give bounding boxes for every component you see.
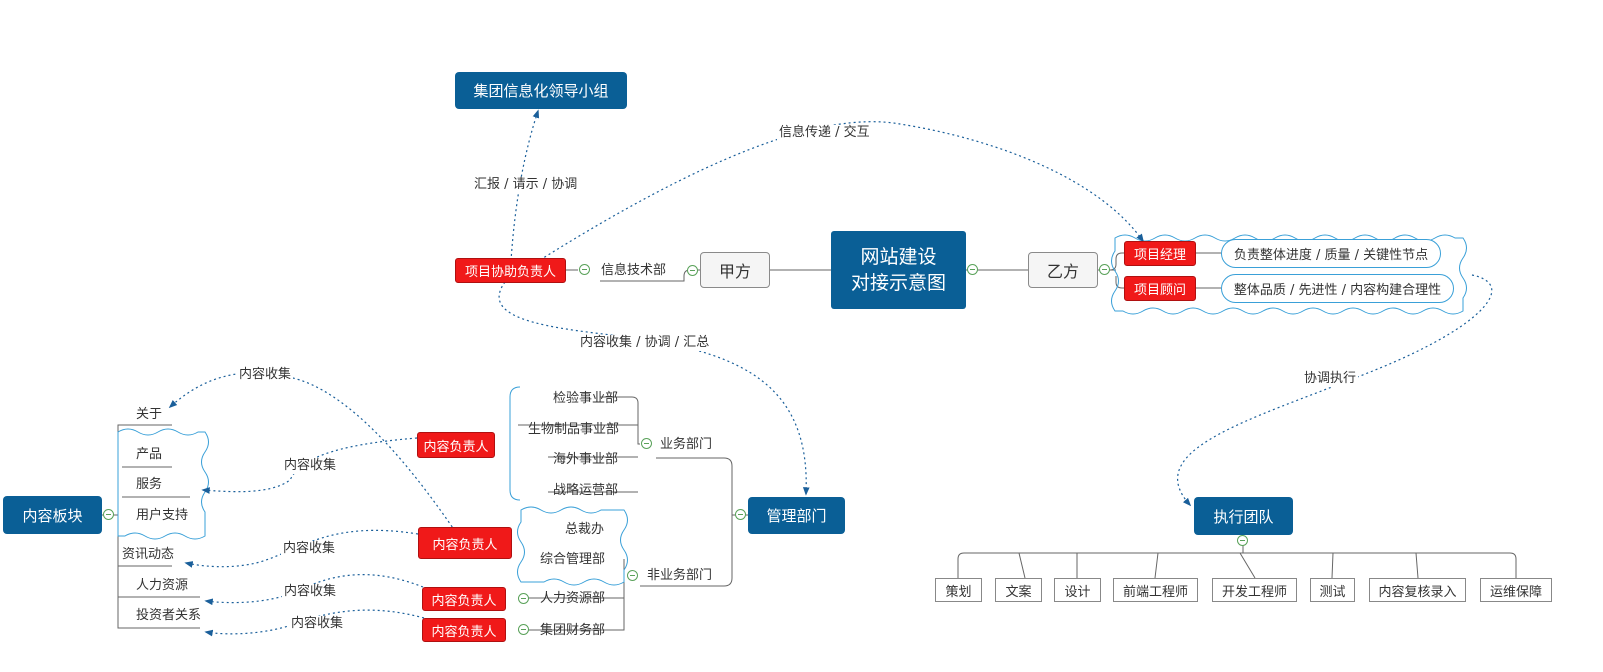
member-copywriting[interactable]: 文案 bbox=[995, 578, 1042, 602]
project-manager-node[interactable]: 项目经理 bbox=[1124, 241, 1196, 266]
business-unit-inspection[interactable]: 检验事业部 bbox=[553, 391, 619, 406]
relation-collect-product bbox=[201, 437, 418, 494]
non-business-group-label[interactable]: 非业务部门 bbox=[647, 568, 713, 583]
content-sections-node[interactable]: 内容板块 bbox=[3, 496, 102, 534]
boundary-party-b bbox=[1111, 234, 1467, 315]
section-about[interactable]: 关于 bbox=[136, 407, 163, 422]
member-testing[interactable]: 测试 bbox=[1310, 578, 1355, 602]
collect-label-investor: 内容收集 bbox=[289, 616, 346, 632]
central-topic-line2: 对接示意图 bbox=[850, 272, 946, 294]
boundary-content-sections bbox=[117, 428, 209, 540]
collect-label-hr: 内容收集 bbox=[282, 584, 339, 600]
business-unit-strategy[interactable]: 战略运营部 bbox=[553, 483, 619, 498]
business-unit-bio[interactable]: 生物制品事业部 bbox=[528, 422, 620, 437]
section-services[interactable]: 服务 bbox=[136, 477, 163, 492]
collapse-toggle-non-business[interactable] bbox=[627, 570, 638, 581]
content-owner-hr[interactable]: 内容负责人 bbox=[422, 587, 506, 611]
coordinate-relation-label: 协调执行 bbox=[1302, 371, 1359, 387]
relation-exchange bbox=[539, 121, 1144, 261]
it-dept-label[interactable]: 信息技术部 bbox=[601, 263, 667, 278]
consultant-responsibility-pill[interactable]: 整体品质 / 先进性 / 内容构建合理性 bbox=[1221, 274, 1454, 303]
party-b-node[interactable]: 乙方 bbox=[1028, 252, 1098, 288]
pm-responsibility-pill[interactable]: 负责整体进度 / 质量 / 关键性节点 bbox=[1221, 239, 1441, 268]
link-mgmt-groups bbox=[640, 457, 748, 587]
collapse-toggle-party-b-roles[interactable] bbox=[1099, 264, 1110, 275]
member-content-review[interactable]: 内容复核录入 bbox=[1369, 578, 1466, 602]
relation-report bbox=[510, 109, 540, 262]
central-topic-line1: 网站建设 bbox=[860, 246, 937, 268]
report-relation-label: 汇报 / 请示 / 协调 bbox=[472, 177, 580, 193]
collect-label-news: 内容收集 bbox=[281, 541, 338, 557]
unit-hr[interactable]: 人力资源部 bbox=[540, 591, 606, 606]
assistant-node[interactable]: 项目协助负责人 bbox=[455, 258, 566, 283]
member-backend[interactable]: 开发工程师 bbox=[1212, 578, 1297, 602]
relation-collect-mgmt bbox=[498, 281, 810, 496]
section-investor[interactable]: 投资者关系 bbox=[136, 608, 202, 623]
collapse-toggle-party-b[interactable] bbox=[967, 264, 978, 275]
unit-finance[interactable]: 集团财务部 bbox=[540, 623, 606, 638]
collapse-toggle-hr-owner[interactable] bbox=[518, 593, 529, 604]
collapse-toggle-management[interactable] bbox=[735, 509, 746, 520]
execution-team-node[interactable]: 执行团队 bbox=[1194, 497, 1293, 535]
collapse-toggle-party-a-dept[interactable] bbox=[687, 265, 698, 276]
member-planning[interactable]: 策划 bbox=[935, 578, 982, 602]
collapse-toggle-content[interactable] bbox=[103, 509, 114, 520]
unit-president-office[interactable]: 总裁办 bbox=[565, 522, 605, 537]
section-products[interactable]: 产品 bbox=[136, 447, 163, 462]
collect-label-products: 内容收集 bbox=[282, 458, 339, 474]
unit-general-management[interactable]: 综合管理部 bbox=[540, 552, 606, 567]
boundary-non-business bbox=[517, 506, 628, 586]
exchange-relation-label: 信息传递 / 交互 bbox=[777, 125, 872, 141]
relation-collect-news bbox=[184, 529, 419, 568]
member-design[interactable]: 设计 bbox=[1054, 578, 1101, 602]
leadership-group-node[interactable]: 集团信息化领导小组 bbox=[455, 72, 627, 109]
central-topic[interactable]: 网站建设 对接示意图 bbox=[831, 231, 966, 309]
member-operations[interactable]: 运维保障 bbox=[1480, 578, 1552, 602]
member-frontend[interactable]: 前端工程师 bbox=[1113, 578, 1198, 602]
content-owner-non-business[interactable]: 内容负责人 bbox=[418, 527, 512, 559]
collect-label-about: 内容收集 bbox=[237, 367, 294, 383]
collect-relation-label: 内容收集 / 协调 / 汇总 bbox=[578, 335, 712, 351]
section-support[interactable]: 用户支持 bbox=[136, 508, 189, 523]
project-consultant-node[interactable]: 项目顾问 bbox=[1124, 276, 1196, 301]
relation-coordinate bbox=[1176, 274, 1493, 507]
collapse-toggle-execution[interactable] bbox=[1237, 535, 1248, 546]
content-owner-finance[interactable]: 内容负责人 bbox=[422, 618, 506, 642]
content-owner-business[interactable]: 内容负责人 bbox=[417, 432, 495, 458]
business-unit-overseas[interactable]: 海外事业部 bbox=[553, 452, 619, 467]
section-news[interactable]: 资讯动态 bbox=[122, 547, 175, 562]
brace-business-units bbox=[509, 386, 521, 501]
link-business-units bbox=[518, 396, 640, 493]
party-a-node[interactable]: 甲方 bbox=[700, 252, 770, 288]
management-node[interactable]: 管理部门 bbox=[748, 497, 845, 534]
business-group-label[interactable]: 业务部门 bbox=[660, 437, 713, 452]
relation-collect-about bbox=[168, 372, 456, 532]
section-hr[interactable]: 人力资源 bbox=[136, 578, 189, 593]
collapse-toggle-finance-owner[interactable] bbox=[518, 624, 529, 635]
collapse-toggle-assistant[interactable] bbox=[579, 264, 590, 275]
collapse-toggle-business[interactable] bbox=[641, 438, 652, 449]
